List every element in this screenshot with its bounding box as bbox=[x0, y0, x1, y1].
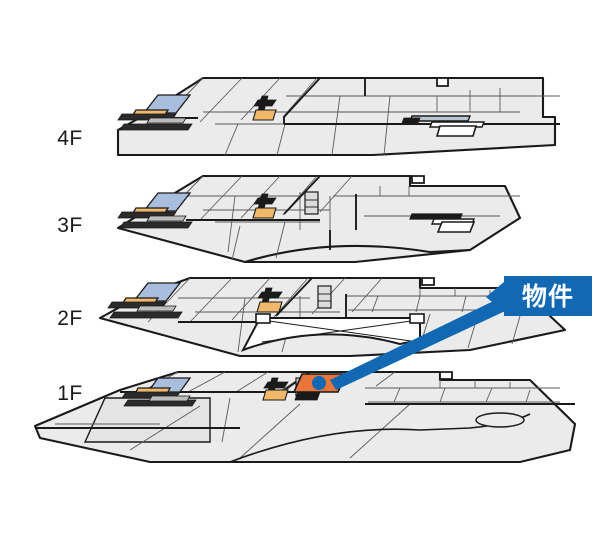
floor-2f-atrium-post-right bbox=[409, 313, 425, 324]
callout-leader-line bbox=[330, 292, 516, 390]
floor-3f-ev-stair bbox=[252, 207, 277, 219]
floor-3f-core bbox=[117, 192, 193, 229]
floor-4f-core bbox=[117, 94, 193, 131]
floor-1f-elevator-bank bbox=[262, 377, 289, 401]
floor-label-4f: 4F bbox=[57, 127, 83, 150]
floor-3f-right-detail bbox=[409, 213, 476, 233]
floor-2f-corridor-b bbox=[109, 311, 183, 319]
callout-label: 物件 bbox=[522, 282, 574, 311]
floor-1f-plaza-circle bbox=[475, 412, 525, 428]
callout-box[interactable] bbox=[504, 276, 592, 316]
floor-label-1f: 1F bbox=[57, 382, 83, 405]
floor-1f-notch bbox=[430, 371, 453, 380]
floor-3f-void bbox=[142, 192, 192, 212]
floor-1f-stair-strip bbox=[148, 395, 191, 402]
floor-4f-slab bbox=[116, 76, 557, 157]
floor-4f-elevator-bank bbox=[252, 95, 277, 121]
callout-arrow-tail bbox=[486, 282, 504, 312]
floor-1f-ev-stair bbox=[262, 389, 289, 401]
floor-3f-group: 3F bbox=[57, 174, 522, 264]
floor-3f-corridor-b bbox=[119, 221, 193, 229]
floor-4f-right-detail bbox=[401, 115, 486, 137]
floor-2f-notch bbox=[412, 277, 435, 286]
floor-4f-group: 4F bbox=[57, 76, 560, 157]
floor-label-3f: 3F bbox=[57, 214, 83, 237]
floor-3f-stair-strip bbox=[146, 215, 187, 222]
floor-2f-service-core bbox=[317, 285, 332, 309]
floor-2f-ev-stair bbox=[256, 301, 283, 313]
floor-3f-walls bbox=[186, 175, 357, 250]
floor-3f-atrium-arc bbox=[244, 244, 471, 264]
floor-3f-rd-3 bbox=[436, 221, 476, 233]
floor-3f-service-core bbox=[304, 191, 319, 215]
floor-1f-core bbox=[121, 377, 197, 407]
floor-3f-notch bbox=[403, 175, 425, 184]
floor-4f-void bbox=[142, 94, 192, 114]
floor-2f-atrium-brace-b bbox=[261, 319, 419, 343]
highlighted-property-unit[interactable] bbox=[292, 373, 348, 393]
floor-label-2f: 2F bbox=[57, 307, 83, 330]
floor-2f-void bbox=[132, 282, 182, 302]
floor-4f-rd-4 bbox=[401, 117, 421, 124]
floor-2f-atrium-post-left bbox=[255, 313, 271, 324]
floor-2f-elevator-bank bbox=[256, 287, 283, 313]
floor-1f-group: 1F bbox=[33, 370, 577, 464]
floor-4f-rd-3 bbox=[435, 125, 478, 137]
floor-4f-notch bbox=[425, 77, 449, 87]
floor-3f-rd-1 bbox=[409, 213, 463, 220]
floor-2f-stair-strip bbox=[136, 305, 177, 312]
floor-2f-atrium bbox=[240, 313, 425, 352]
floor-4f-ev-stair bbox=[252, 109, 277, 121]
floor-2f-core bbox=[107, 282, 183, 319]
property-marker-dot bbox=[312, 376, 326, 390]
floor-1f-sc-dark bbox=[294, 391, 321, 401]
floor-2f-group: 2F bbox=[57, 276, 567, 358]
floor-4f-stair-strip bbox=[146, 117, 187, 124]
property-callout-group[interactable]: 物件 bbox=[330, 276, 592, 390]
floor-4f-corridor-b bbox=[119, 123, 193, 131]
floor-3f-elevator-bank bbox=[252, 193, 277, 219]
